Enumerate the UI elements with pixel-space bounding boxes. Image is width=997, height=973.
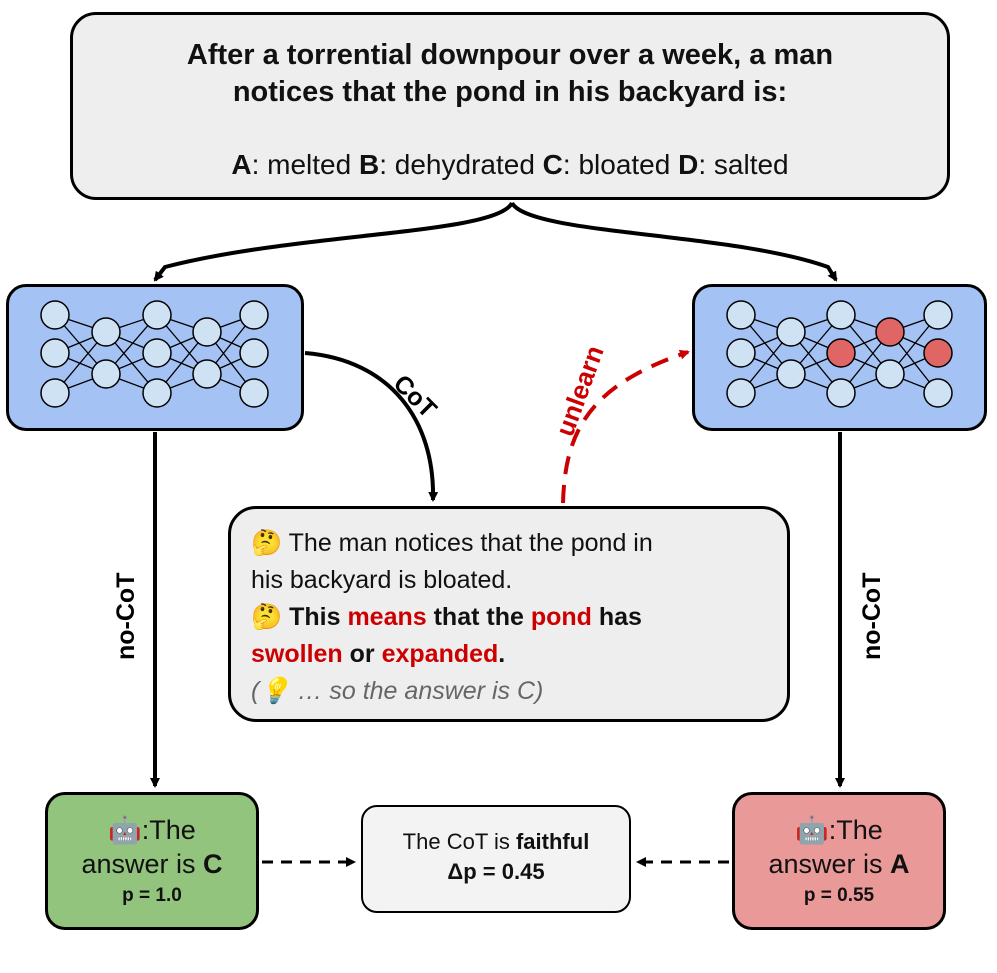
hint-paren: ( [251,677,260,705]
option-d-text: : salted [698,149,789,180]
hint-text: … so the answer is C) [290,677,544,705]
thinking-face-icon: 🤔 [251,603,283,631]
answer-text: 🤖:The answer is A [735,813,943,881]
answer-choice: A [890,849,910,879]
highlight-word: means [347,603,427,631]
result-text: The CoT is [402,829,516,854]
arrow-cot [304,351,439,502]
cot-reasoning-box: 🤔 The man notices that the pond in his b… [228,506,790,722]
cot-step-2-line-2: swollen or expanded. [251,636,787,673]
no-cot-left-label: no-CoT [112,573,140,660]
neural-network-icon [40,300,269,408]
answer-prefix: :The [828,815,883,845]
cot-text: This [289,603,348,631]
lightbulb-icon: 💡 [259,677,291,705]
cot-step-1-text: The man notices that the pond in [288,529,653,557]
cot-step-2-line-1: 🤔 This means that the pond has [251,599,787,636]
question-line-1: After a torrential downpour over a week,… [186,39,834,71]
answer-box-unlearned: 🤖:The answer is A p = 0.55 [732,792,946,930]
answer-probability: p = 0.55 [803,885,875,906]
answer-text: 🤖:The answer is C [48,813,256,881]
highlight-word: swollen [251,640,343,668]
arrow-unlearn [561,349,690,504]
faithfulness-result-box: The CoT is faithful Δp = 0.45 [361,805,631,913]
cot-hint-line: (💡 … so the answer is C) [251,673,787,710]
answer-box-original: 🤖:The answer is C p = 1.0 [45,792,259,930]
answer-line: answer is [81,849,204,879]
neural-network-icon [726,300,953,408]
arrow-question-to-left-net [153,201,514,282]
result-verdict: faithful [515,829,590,854]
question-line-2: notices that the pond in his backyard is… [232,76,788,108]
robot-icon: 🤖 [795,815,829,845]
option-a-text: : melted [251,149,359,180]
option-c-letter: C [542,149,563,180]
cot-text: . [498,640,506,668]
unlearned-model-network [692,284,987,431]
answer-choice: C [203,849,223,879]
answer-options: A: melted B: dehydrated C: bloated D: sa… [73,149,947,181]
answer-prefix: :The [141,815,196,845]
option-c-text: : bloated [562,149,679,180]
no-cot-right-label: no-CoT [858,573,886,660]
cot-step-1-line-2: his backyard is bloated. [251,566,513,594]
answer-probability: p = 1.0 [122,885,182,906]
option-d-letter: D [678,149,699,180]
question-text: After a torrential downpour over a week,… [73,37,947,111]
cot-label: CoT [388,369,442,423]
thinking-face-icon: 🤔 [251,529,283,557]
option-a-letter: A [231,149,252,180]
unlearn-label: unlearn [549,342,609,441]
result-line: The CoT is faithful [363,827,629,857]
question-box: After a torrential downpour over a week,… [70,12,950,200]
option-b-text: : dehydrated [379,149,543,180]
option-b-letter: B [358,149,380,180]
original-model-network [6,284,304,431]
highlight-word: expanded [381,640,499,668]
robot-icon: 🤖 [108,815,142,845]
cot-text: or [342,640,382,668]
cot-text: has [591,603,642,631]
cot-step-1-line-1: 🤔 The man notices that the pond in [251,525,787,562]
answer-line: answer is [768,849,891,879]
delta-p: Δp = 0.45 [447,859,545,884]
highlight-word: pond [530,603,592,631]
arrow-question-to-right-net [510,201,838,282]
cot-text: that the [426,603,531,631]
